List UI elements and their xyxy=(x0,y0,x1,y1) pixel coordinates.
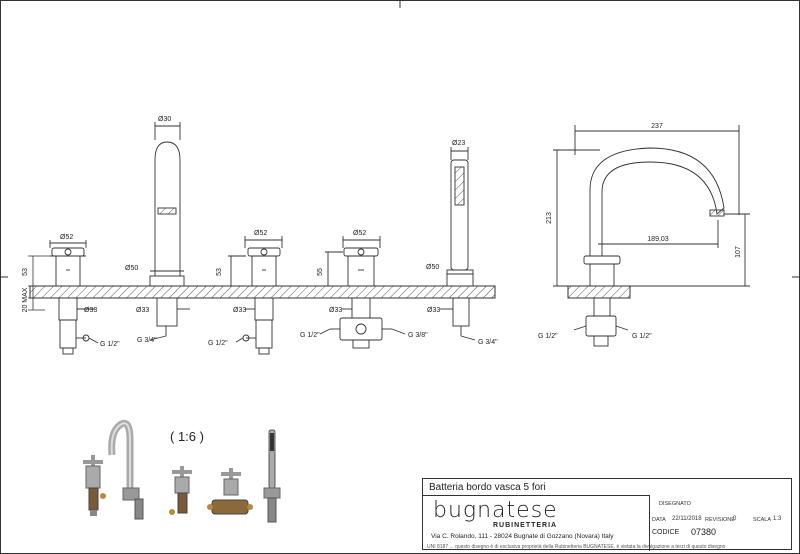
revisione-label: REVISIONE xyxy=(705,517,735,523)
dim-d50-spout: Ø50 xyxy=(125,265,138,272)
brand-logo: bugnatese xyxy=(433,498,558,523)
dim-d33-h2: Ø33 xyxy=(233,307,246,314)
handle-2 xyxy=(228,236,283,355)
scala-label: SCALA xyxy=(753,517,772,523)
diverter xyxy=(319,236,406,349)
revisione-value: 0 xyxy=(733,516,737,522)
title-block-vdivider xyxy=(649,495,650,551)
illustration-diverter xyxy=(207,468,253,515)
scala-value: 1:3 xyxy=(773,516,782,522)
codice-value: 07380 xyxy=(691,527,717,537)
label-g12-side-left: G 1/2" xyxy=(538,333,558,340)
deck-front xyxy=(29,285,496,299)
data-value: 22/11/2018 xyxy=(672,516,702,522)
spout xyxy=(149,122,190,341)
dim-d33-spout: Ø33 xyxy=(136,307,149,314)
label-g12-h2: G 1/2" xyxy=(208,340,228,347)
deck-side xyxy=(567,285,631,299)
dim-237: 237 xyxy=(651,123,663,130)
label-g38: G 3/8" xyxy=(408,332,428,339)
data-label: DATA xyxy=(652,517,666,523)
dim-20max: 20 MAX xyxy=(22,287,29,312)
dim-53-left: 53 xyxy=(22,268,29,276)
illustration-handle-left xyxy=(83,455,106,516)
illustration-spout xyxy=(108,419,144,520)
hand-shower xyxy=(440,147,476,341)
scale-label: ( 1:6 ) xyxy=(170,429,204,444)
dim-d52-div: Ø52 xyxy=(353,230,366,237)
label-g34-shower: G 3/4" xyxy=(478,339,498,346)
dim-213: 213 xyxy=(546,212,553,224)
dim-55: 55 xyxy=(317,268,324,276)
label-g12-div: G 1/2" xyxy=(300,332,320,339)
dim-d52-h2: Ø52 xyxy=(254,230,267,237)
dim-d33-div: Ø33 xyxy=(329,307,342,314)
label-g12-h1: G 1/2" xyxy=(100,341,120,348)
height-dim-left xyxy=(28,255,50,311)
dim-d33-h1: Ø33 xyxy=(84,307,97,314)
title-block: Batteria bordo vasca 5 fori bugnatese RU… xyxy=(422,478,792,551)
dim-d30: Ø30 xyxy=(158,116,171,123)
copyright-footer: UNI 8187 ... questo disegno è di esclusi… xyxy=(427,544,726,550)
dim-d23: Ø23 xyxy=(452,140,465,147)
company-address: Via C. Rolando, 111 - 28024 Bugnate di G… xyxy=(431,533,614,540)
illustration-3d: ( 1:6 ) xyxy=(83,419,281,523)
dim-d52-h1: Ø52 xyxy=(60,234,73,241)
illustration-hand-shower xyxy=(263,429,281,523)
side-view-spout xyxy=(553,125,750,347)
label-g34-spout: G 3/4" xyxy=(137,337,157,344)
title-divider xyxy=(423,495,649,496)
dim-d33-shower: Ø33 xyxy=(427,307,440,314)
dim-189: 189,03 xyxy=(647,236,669,243)
dim-107: 107 xyxy=(735,246,742,258)
disegnato-label: DISEGNATO xyxy=(659,501,691,507)
drawing-title: Batteria bordo vasca 5 fori xyxy=(429,482,546,493)
codice-label: CODICE xyxy=(652,529,680,536)
dim-53-h2: 53 xyxy=(216,268,223,276)
handle-1 xyxy=(49,240,99,355)
label-g12-side-right: G 1/2" xyxy=(632,333,652,340)
dim-d50-shower: Ø50 xyxy=(426,264,439,271)
brand-subtitle: RUBINETTERIA xyxy=(493,522,558,529)
illustration-handle-middle xyxy=(169,466,192,515)
